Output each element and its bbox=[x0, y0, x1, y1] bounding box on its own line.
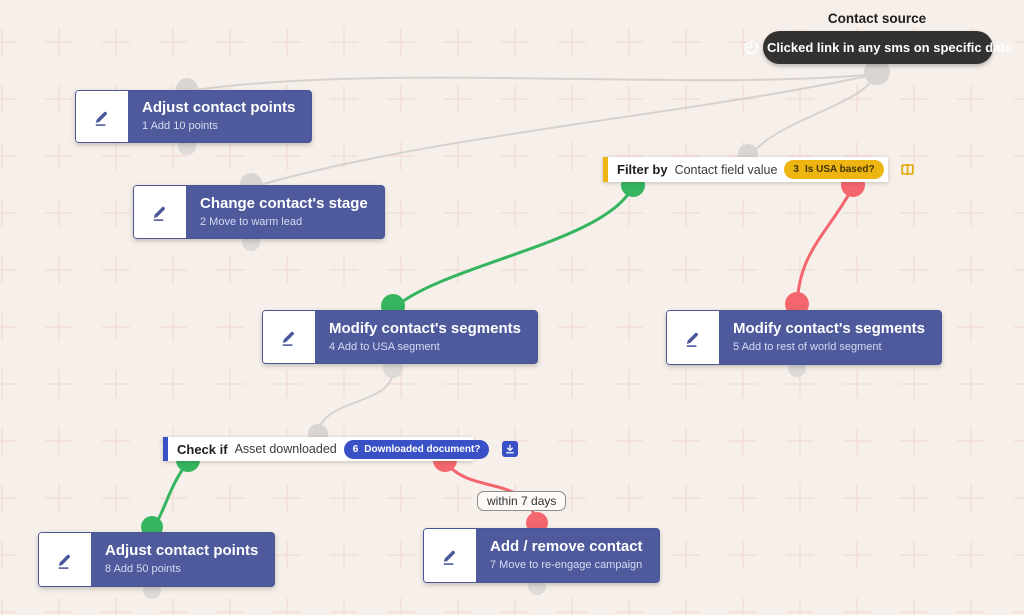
pencil-icon bbox=[424, 529, 476, 582]
filter-badge[interactable]: 3 Is USA based? bbox=[784, 160, 884, 179]
pencil-icon bbox=[76, 91, 128, 142]
edge-timing-label[interactable]: within 7 days bbox=[477, 491, 567, 511]
download-icon[interactable] bbox=[502, 441, 519, 457]
check-accent-stripe bbox=[163, 437, 168, 461]
node-subtitle: 8 Add 50 points bbox=[105, 563, 181, 576]
check-if-bar[interactable]: Check if Asset downloaded 6 Downloaded d… bbox=[163, 437, 519, 461]
node-adjust-contact-points-1[interactable]: Adjust contact points 1 Add 10 points bbox=[75, 90, 313, 143]
check-badge[interactable]: 6 Downloaded document? bbox=[343, 439, 490, 459]
node-modify-segments-row[interactable]: Modify contact's segments 5 Add to rest … bbox=[666, 310, 942, 365]
check-prefix: Check if bbox=[177, 441, 228, 457]
node-title: Adjust contact points bbox=[105, 542, 259, 560]
clock-icon bbox=[744, 40, 759, 55]
node-title: Modify contact's segments bbox=[733, 320, 925, 338]
edge-filter-yes-to-node4 bbox=[393, 185, 635, 310]
edge-source-to-filter bbox=[747, 73, 878, 159]
check-field: Asset downloaded bbox=[234, 442, 337, 456]
pencil-icon bbox=[134, 186, 186, 238]
split-decision-icon[interactable] bbox=[899, 161, 916, 178]
edge-node4-to-checkif bbox=[316, 366, 395, 439]
node-subtitle: 2 Move to warm lead bbox=[200, 215, 303, 228]
filter-badge-text: Is USA based? bbox=[804, 164, 875, 175]
contact-source-label: Contact source bbox=[827, 11, 927, 26]
contact-source-pill-label: Clicked link in any sms on specific date bbox=[767, 40, 1012, 55]
node-modify-segments-usa[interactable]: Modify contact's segments 4 Add to USA s… bbox=[262, 310, 538, 364]
pencil-icon bbox=[263, 311, 315, 363]
node-title: Add / remove contact bbox=[490, 538, 643, 556]
node-adjust-contact-points-8[interactable]: Adjust contact points 8 Add 50 points bbox=[38, 532, 276, 587]
node-subtitle: 5 Add to rest of world segment bbox=[733, 341, 882, 354]
pencil-icon bbox=[667, 311, 719, 364]
check-badge-text: Downloaded document? bbox=[364, 443, 481, 455]
filter-field: Contact field value bbox=[674, 162, 778, 177]
filter-prefix: Filter by bbox=[617, 162, 668, 177]
edge-checkif-yes-to-node8 bbox=[151, 460, 190, 531]
edge-filter-no-to-node5 bbox=[795, 186, 855, 309]
contact-source-pill[interactable]: Clicked link in any sms on specific date bbox=[745, 31, 1012, 64]
pencil-icon bbox=[39, 533, 91, 586]
filter-badge-number: 3 bbox=[793, 164, 799, 175]
edge-source-to-node1 bbox=[188, 73, 878, 92]
filter-by-bar[interactable]: Filter by Contact field value 3 Is USA b… bbox=[603, 157, 914, 182]
node-title: Modify contact's segments bbox=[329, 319, 521, 337]
node-add-remove-contact[interactable]: Add / remove contact 7 Move to re-engage… bbox=[423, 528, 660, 583]
node-subtitle: 1 Add 10 points bbox=[142, 120, 218, 133]
node-subtitle: 7 Move to re-engage campaign bbox=[490, 559, 643, 572]
node-change-contacts-stage[interactable]: Change contact's stage 2 Move to warm le… bbox=[133, 185, 385, 239]
node-subtitle: 4 Add to USA segment bbox=[329, 340, 440, 353]
check-badge-number: 6 bbox=[352, 443, 359, 455]
node-title: Change contact's stage bbox=[200, 194, 368, 212]
node-title: Adjust contact points bbox=[142, 99, 296, 117]
filter-accent-stripe bbox=[603, 157, 608, 182]
